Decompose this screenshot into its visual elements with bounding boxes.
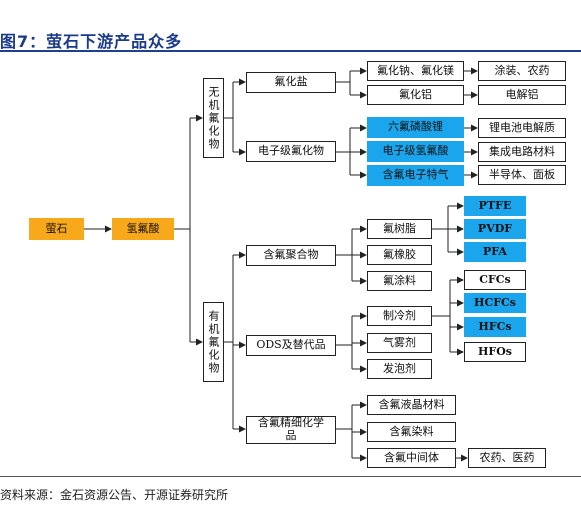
node-refrigerant: 制冷剂: [367, 306, 432, 326]
node-fluororubber: 氟橡胶: [367, 245, 432, 265]
node-pesticide-pharma: 农药、医药: [468, 448, 546, 468]
title-rule: [0, 50, 581, 52]
footer-rule: [0, 476, 581, 477]
node-naf-mgf: 氟化钠、氟化镁: [367, 61, 464, 81]
node-electronic-hf: 电子级氢氟酸: [367, 141, 464, 162]
node-fluoro-dye: 含氟染料: [367, 422, 456, 442]
node-semiconductor-panel: 半导体、面板: [478, 165, 566, 185]
node-electronic-fluoride: 电子级氟化物: [246, 141, 336, 162]
node-ptfe: PTFE: [464, 196, 526, 216]
node-cfcs: CFCs: [464, 270, 526, 290]
node-hydrofluoric-acid: 氢氟酸: [112, 218, 174, 240]
node-fluororesin: 氟树脂: [367, 219, 432, 239]
node-alf3: 氟化铝: [367, 85, 464, 105]
node-special-gas: 含氟电子特气: [367, 165, 464, 186]
node-fluoro-intermediate: 含氟中间体: [367, 448, 456, 468]
node-hfos: HFOs: [464, 342, 526, 362]
node-aerosol: 气雾剂: [367, 333, 432, 353]
node-pvdf: PVDF: [464, 219, 526, 239]
node-inorganic-fluoride: 无机氟化物: [203, 78, 224, 158]
node-organic-fluoride: 有机氟化物: [203, 302, 224, 382]
node-fluorite: 萤石: [29, 218, 84, 240]
node-fluorocoating: 氟涂料: [367, 271, 432, 291]
figure-title: 图7：萤石下游产品众多: [0, 32, 183, 51]
node-lcd-material: 含氟液晶材料: [367, 395, 456, 415]
node-ic-materials: 集成电路材料: [478, 142, 566, 162]
node-fluoride-salts: 氟化盐: [246, 72, 336, 93]
node-hcfcs: HCFCs: [464, 293, 526, 313]
node-li-electrolyte: 锂电池电解质: [478, 118, 566, 138]
node-hfcs: HFCs: [464, 317, 526, 337]
node-lipf6: 六氟磷酸锂: [367, 117, 464, 138]
node-fine-chemicals: 含氟精细化学品: [246, 416, 336, 444]
node-foaming-agent: 发泡剂: [367, 359, 432, 379]
node-coating-pesticide: 涂装、农药: [478, 61, 566, 81]
node-ods-substitutes: ODS及替代品: [246, 335, 336, 356]
node-fluoropolymer: 含氟聚合物: [246, 245, 336, 266]
node-pfa: PFA: [464, 242, 526, 262]
source-note: 资料来源：金石资源公告、开源证券研究所: [0, 488, 229, 502]
node-electrolytic-aluminum: 电解铝: [478, 85, 566, 105]
